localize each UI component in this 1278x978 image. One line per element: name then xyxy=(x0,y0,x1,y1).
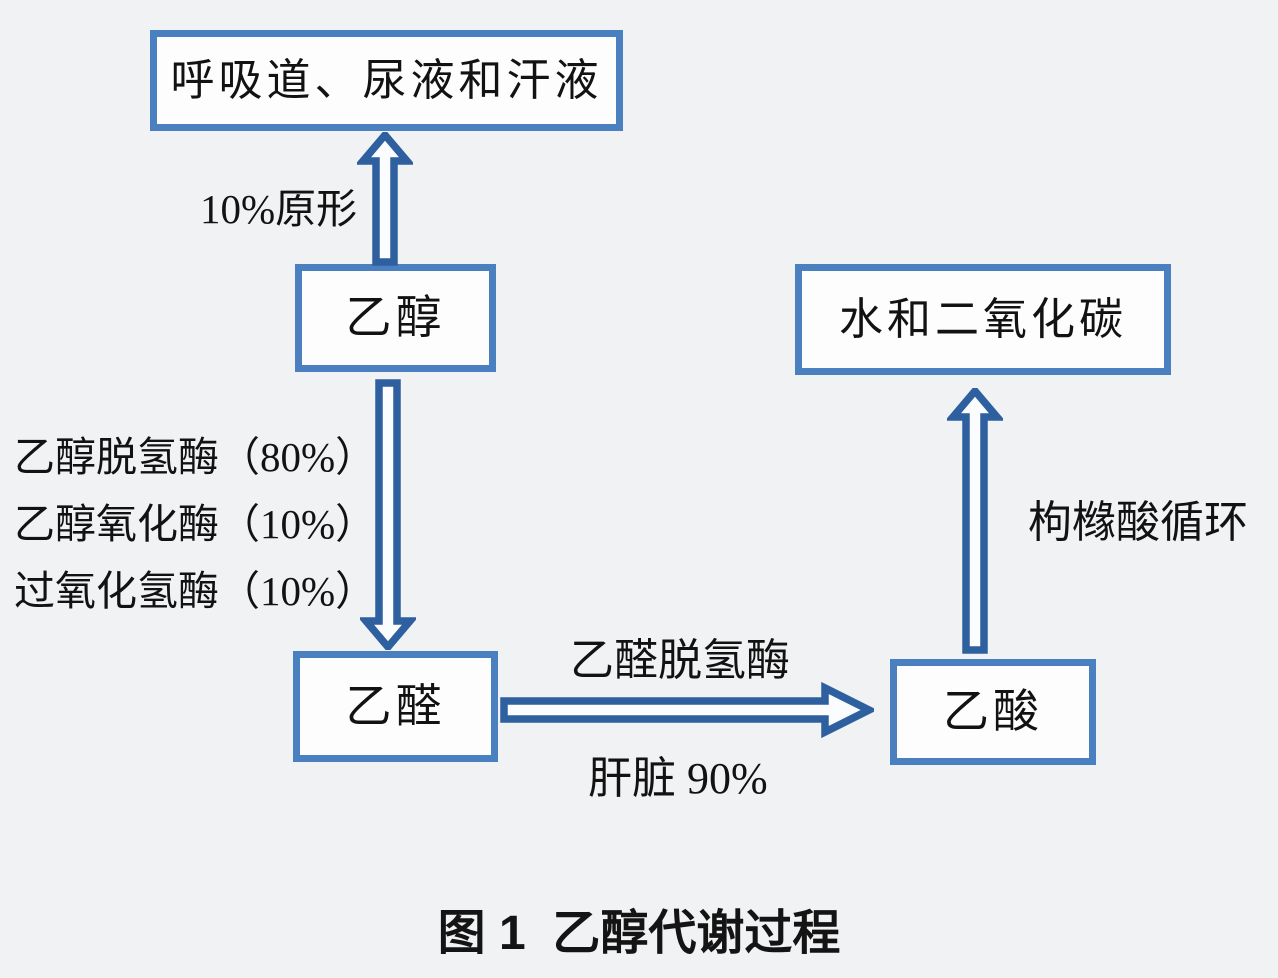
arrow-acetic-acid-to-water-co2 xyxy=(947,388,1003,654)
arrow-ethanol-to-acetaldehyde xyxy=(360,379,416,650)
label-enzyme-catalase: 过氧化氢酶（10%） xyxy=(14,568,377,614)
node-water-co2-label: 水和二氧化碳 xyxy=(839,294,1127,344)
node-water-co2: 水和二氧化碳 xyxy=(795,264,1171,375)
label-original-form: 10%原形 xyxy=(200,186,358,232)
node-acetic-acid-label: 乙酸 xyxy=(943,686,1043,737)
label-liver-90: 肝脏 90% xyxy=(588,754,768,803)
label-citric-acid-cycle: 枸橼酸循环 xyxy=(1028,498,1248,547)
node-excretion: 呼吸道、尿液和汗液 xyxy=(150,30,623,131)
arrow-ethanol-to-excretion xyxy=(357,132,413,266)
figure-caption: 图 1 乙醇代谢过程 xyxy=(437,907,841,960)
node-excretion-label: 呼吸道、尿液和汗液 xyxy=(170,55,603,105)
node-acetic-acid: 乙酸 xyxy=(890,659,1096,765)
arrow-acetaldehyde-to-acetic-acid xyxy=(500,681,874,739)
label-enzyme-oxidase: 乙醇氧化酶（10%） xyxy=(14,501,377,547)
node-ethanol-label: 乙醇 xyxy=(345,292,446,343)
enzyme-label-group: 乙醇脱氢酶（80%） 乙醇氧化酶（10%） 过氧化氢酶（10%） xyxy=(14,424,376,625)
node-ethanol: 乙醇 xyxy=(295,264,496,372)
label-enzyme-adh: 乙醇脱氢酶（80%） xyxy=(14,434,377,480)
label-aldehyde-dehydrogenase: 乙醛脱氢酶 xyxy=(570,636,790,685)
node-acetaldehyde: 乙醛 xyxy=(293,651,498,762)
node-acetaldehyde-label: 乙醛 xyxy=(345,680,446,732)
